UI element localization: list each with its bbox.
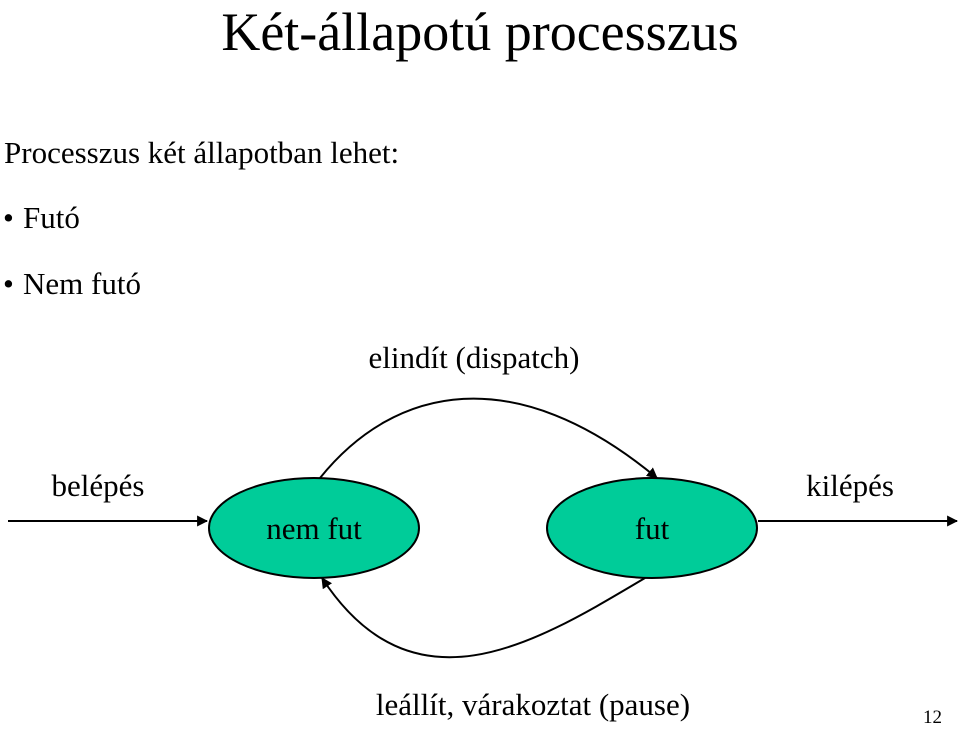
transition-label-exit: kilépés xyxy=(806,468,894,503)
bullet-label-not-running: Nem futó xyxy=(23,266,141,301)
pause-arrow xyxy=(321,577,646,659)
bullet-item-not-running: • Nem futó xyxy=(0,264,141,304)
dispatch-arrow xyxy=(319,397,658,479)
bullet-item-running: • Futó xyxy=(0,198,80,238)
bullet-label-running: Futó xyxy=(23,200,80,235)
state-running xyxy=(546,477,758,579)
page-number: 12 xyxy=(923,707,942,728)
slide-title: Két-állapotú processzus xyxy=(221,2,739,62)
transition-label-dispatch: elindít (dispatch) xyxy=(369,340,580,375)
bullet-dot-icon: • xyxy=(3,266,14,301)
state-not-running xyxy=(208,477,420,579)
transition-label-pause: leállít, várakoztat (pause) xyxy=(376,687,690,722)
transition-label-enter: belépés xyxy=(52,468,145,503)
bullet-dot-icon: • xyxy=(3,200,14,235)
intro-text: Processzus két állapotban lehet: xyxy=(4,135,400,170)
state-label-not-running: nem fut xyxy=(266,511,362,546)
state-label-running: fut xyxy=(635,511,670,546)
